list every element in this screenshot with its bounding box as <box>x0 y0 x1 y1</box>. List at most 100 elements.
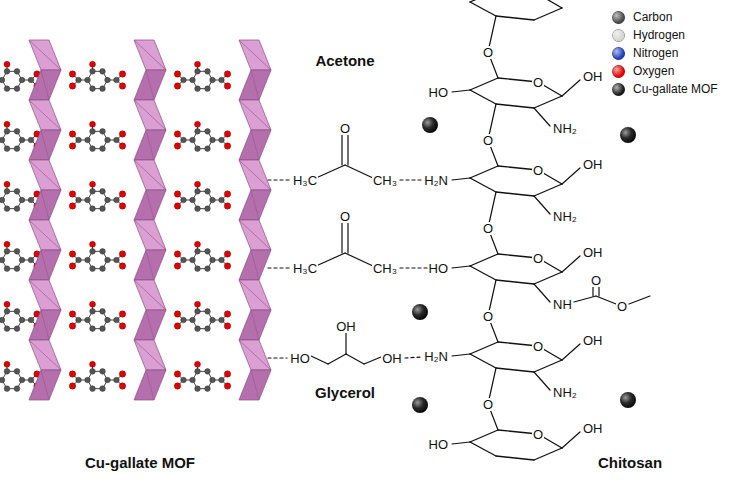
legend-row: Cu-gallate MOF <box>612 80 718 98</box>
carbon-atom <box>4 369 10 375</box>
octahedron-edge <box>239 220 271 250</box>
carbon-atom <box>195 86 201 92</box>
carbon-atom <box>100 69 106 75</box>
carbon-atom <box>205 86 211 92</box>
octahedron-edge <box>239 280 271 310</box>
single-bond <box>452 442 470 444</box>
carbon-atom <box>19 197 25 203</box>
carbon-atom <box>14 69 20 75</box>
ring-bond <box>496 192 534 196</box>
atom-label: H₂N <box>423 174 449 187</box>
mof-particle <box>422 117 438 133</box>
interaction-line <box>268 179 289 180</box>
oxygen-atom <box>119 383 125 389</box>
octahedron-edge <box>29 340 61 370</box>
carbon-atom <box>19 137 25 143</box>
oxygen-atom <box>224 191 230 197</box>
cu-octahedron <box>239 130 271 160</box>
octahedron-edge <box>29 220 61 250</box>
atom-label: O <box>339 210 351 223</box>
oxygen-atom <box>90 361 96 367</box>
cu-octahedron <box>29 100 61 130</box>
single-bond <box>346 354 364 364</box>
mof-particle <box>412 304 428 320</box>
carbon-atom <box>205 206 211 212</box>
single-bond <box>562 168 580 184</box>
carbon-atom <box>181 317 187 323</box>
oxygen-atom <box>174 71 180 77</box>
octahedron-edge <box>134 340 166 370</box>
carbon-atom <box>4 86 10 92</box>
legend-text: Carbon <box>633 10 672 24</box>
carbon-atom <box>90 146 96 152</box>
cu-octahedron <box>239 190 271 220</box>
single-bond <box>316 253 345 266</box>
carbon-atom <box>190 137 196 143</box>
oxygen-atom <box>119 71 125 77</box>
ring-bond <box>534 96 562 108</box>
single-bond <box>534 284 550 302</box>
cu-octahedron <box>239 250 271 280</box>
cu-octahedron <box>134 40 166 70</box>
octahedron-edge <box>41 190 49 220</box>
atom-label: O <box>482 46 494 59</box>
double-bond <box>347 222 348 253</box>
octahedron-edge <box>146 310 154 340</box>
ring-bond <box>534 184 562 196</box>
oxygen-atom <box>224 143 230 149</box>
octahedron-edge <box>29 100 61 130</box>
carbon-atom <box>205 386 211 392</box>
octahedron-edge <box>239 100 271 130</box>
carbon-atom <box>205 326 211 332</box>
oxygen-atom <box>174 323 180 329</box>
carbon-atom <box>195 386 201 392</box>
atom-label: O <box>590 274 602 287</box>
interaction-line <box>268 267 289 268</box>
octahedron-edge <box>251 370 259 400</box>
carbon-atom <box>14 189 20 195</box>
ring-bond <box>470 166 498 178</box>
octahedron-edge <box>146 250 154 280</box>
atom-label: CH₃ <box>372 262 398 275</box>
atom-label: H₂N <box>423 350 449 363</box>
carbon-atom <box>100 369 106 375</box>
carbon-atom <box>4 249 10 255</box>
oxygen-atom <box>224 83 230 89</box>
octahedron-edge <box>134 100 166 130</box>
single-bond <box>452 266 470 268</box>
atom-label: OH <box>582 422 604 435</box>
carbon-atom <box>14 129 20 135</box>
carbon-atom <box>0 317 5 323</box>
carbon-atom <box>100 206 106 212</box>
carbon-atom <box>205 69 211 75</box>
oxygen-atom <box>69 371 75 377</box>
carbon-atom <box>195 326 201 332</box>
carbon-atom <box>85 77 91 83</box>
carbon-atom <box>85 197 91 203</box>
legend-swatch <box>612 11 625 24</box>
single-bond <box>562 80 580 96</box>
carbon-atom <box>195 146 201 152</box>
oxygen-atom <box>119 371 125 377</box>
carbon-atom <box>181 77 187 83</box>
carbon-atom <box>105 257 111 263</box>
carbon-atom <box>4 309 10 315</box>
octahedron-edge <box>251 310 259 340</box>
carbon-atom <box>100 249 106 255</box>
octahedron-edge <box>251 70 259 100</box>
carbon-atom <box>105 317 111 323</box>
oxygen-atom <box>224 203 230 209</box>
octahedron-edge <box>134 220 166 250</box>
double-bond <box>592 287 593 296</box>
legend-text: Hydrogen <box>633 28 685 42</box>
carbon-atom <box>195 129 201 135</box>
cu-octahedron <box>134 370 166 400</box>
carbon-atom <box>90 249 96 255</box>
oxygen-atom <box>119 263 125 269</box>
carbon-atom <box>76 317 82 323</box>
ring-bond <box>470 442 496 456</box>
carbon-atom <box>219 77 225 83</box>
oxygen-atom <box>4 241 10 247</box>
carbon-atom <box>90 189 96 195</box>
ring-bond <box>534 360 562 372</box>
